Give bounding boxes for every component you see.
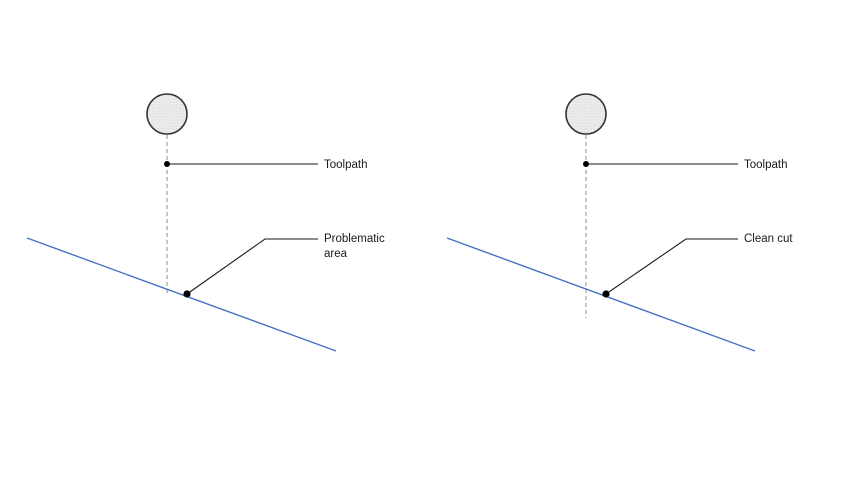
toolpath-label-left: Toolpath [324,159,367,171]
callout-leader-line-left [186,238,318,295]
callout-anchor-dot-left [183,290,191,298]
toolpath-anchor-dot-right [583,161,589,167]
panel-right: Toolpath Clean cut [446,93,793,352]
callout-leader-line-right [605,238,738,295]
callout-label-line2-left: area [324,248,348,260]
cutting-tool-circle-left [146,93,188,135]
callout-label-line1-left: Problematic [324,233,385,245]
callout-label-line1-right: Clean cut [744,233,793,245]
callout-anchor-dot-right [602,290,610,298]
toolpath-label-right: Toolpath [744,159,787,171]
panel-left: Toolpath Problematic area [26,93,385,352]
workpiece-surface-line-right [446,237,756,352]
cutting-tool-circle-right [565,93,607,135]
workpiece-surface-line-left [26,237,337,352]
toolpath-anchor-dot-left [164,161,170,167]
